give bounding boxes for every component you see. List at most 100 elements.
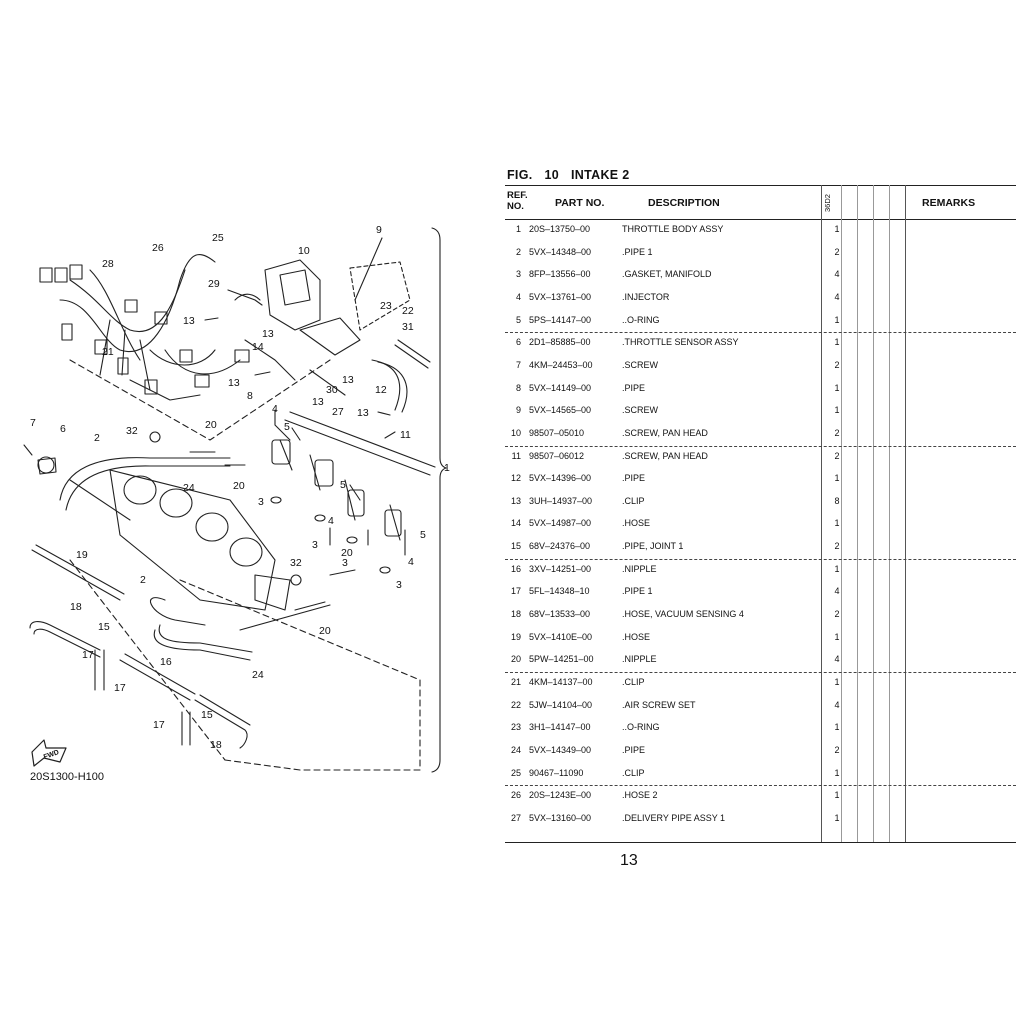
ref-cell: 27 (510, 812, 521, 823)
description-cell: .CLIP (622, 495, 645, 506)
ref-cell: 21 (510, 677, 521, 687)
quantity-cell: 1 (834, 473, 840, 484)
diagram-code: 20S1300-H100 (30, 771, 105, 783)
description-cell: .SCREW, PAN HEAD (622, 450, 708, 461)
callout-31: 31 (402, 321, 414, 333)
group-separator (505, 672, 1016, 673)
callout-labels: 1 2 2 3 3 3 3 4 4 4 5 5 5 6 7 8 9 10 11 … (30, 224, 450, 751)
part-no-cell: 4KM–24453–00 (529, 359, 593, 370)
figure-prefix: FIG. (507, 168, 533, 182)
quantity-cell: 2 (834, 450, 840, 461)
callout-24b: 24 (252, 669, 264, 681)
part-no-cell: 3XV–14251–00 (529, 563, 592, 574)
part-no-cell: 4KM–14137–00 (529, 677, 593, 687)
quantity-cell: 1 (834, 337, 840, 348)
header-remarks: REMARKS (922, 197, 976, 209)
description-cell: .SCREW (622, 405, 658, 416)
quantity-cell: 1 (834, 812, 840, 823)
callout-1: 1 (444, 462, 450, 474)
ref-cell: 18 (510, 609, 521, 620)
description-cell: .PIPE 1 (622, 586, 653, 597)
description-cell: .PIPE 1 (622, 246, 653, 257)
callout-16: 16 (160, 656, 172, 668)
table-header: REF. NO. PART NO. DESCRIPTION 36D2 REMAR… (505, 185, 1016, 220)
callout-9: 9 (376, 224, 382, 236)
callout-24: 24 (183, 482, 195, 494)
quantity-cell: 4 (834, 699, 840, 710)
ref-cell: 22 (510, 699, 521, 710)
callout-5c: 5 (420, 529, 426, 541)
description-cell: .HOSE (622, 518, 651, 529)
ref-cell: 2 (515, 246, 521, 257)
description-cell: .INJECTOR (622, 291, 670, 302)
callout-32b: 32 (290, 557, 302, 569)
callout-19: 19 (76, 549, 88, 561)
description-cell: .AIR SCREW SET (622, 699, 696, 710)
ref-cell: 16 (510, 563, 521, 574)
ref-cell: 11 (511, 450, 521, 461)
quantity-cell: 2 (834, 541, 840, 552)
exploded-view-drawing: 1 2 2 3 3 3 3 4 4 4 5 5 5 6 7 8 9 10 11 … (23, 224, 450, 773)
callout-8: 8 (247, 390, 253, 402)
callout-6: 6 (60, 423, 66, 435)
callout-28: 28 (102, 258, 114, 270)
callout-26: 26 (152, 242, 164, 254)
part-no-cell: 5VX–13761–00 (529, 291, 592, 302)
column-divider (889, 185, 890, 843)
part-no-cell: 5VX–13160–00 (529, 812, 592, 823)
callout-13d: 13 (342, 374, 354, 386)
callout-20: 20 (205, 419, 217, 431)
quantity-cell: 1 (834, 767, 840, 778)
callout-13f: 13 (357, 407, 369, 419)
description-cell: .CLIP (622, 677, 645, 687)
description-cell: THROTTLE BODY ASSY (622, 224, 724, 234)
callout-10: 10 (298, 245, 310, 257)
callout-13c: 13 (228, 377, 240, 389)
part-no-cell: 20S–1243E–00 (529, 790, 592, 801)
column-divider (821, 185, 822, 843)
quantity-cell: 4 (834, 269, 840, 280)
callout-4b: 4 (328, 515, 334, 527)
parts-diagram: 1 2 2 3 3 3 3 4 4 4 5 5 5 6 7 8 9 10 11 … (0, 0, 470, 1024)
part-no-cell: 68V–24376–00 (529, 541, 591, 552)
header-part-no: PART NO. (555, 197, 605, 209)
quantity-cell: 1 (834, 314, 840, 325)
part-no-cell: 5VX–14396–00 (529, 473, 592, 484)
callout-25: 25 (212, 232, 224, 244)
quantity-cell: 8 (834, 495, 840, 506)
callout-18b: 18 (210, 739, 222, 751)
description-cell: .NIPPLE (622, 654, 657, 665)
callout-17b: 17 (114, 682, 126, 694)
part-no-cell: 5VX–14348–00 (529, 246, 592, 257)
description-cell: .CLIP (622, 767, 645, 778)
callout-13: 13 (183, 315, 195, 327)
callout-12: 12 (375, 384, 387, 396)
quantity-cell: 2 (834, 744, 840, 755)
callout-13e: 13 (312, 396, 324, 408)
quantity-cell: 4 (834, 654, 840, 665)
callout-14: 14 (252, 341, 264, 353)
quantity-cell: 2 (834, 609, 840, 620)
description-cell: ..O-RING (622, 314, 660, 325)
part-no-cell: 3H1–14147–00 (529, 722, 591, 733)
description-cell: .PIPE (622, 473, 646, 484)
callout-2: 2 (94, 432, 100, 444)
header-description: DESCRIPTION (648, 197, 720, 209)
column-divider (905, 185, 906, 843)
callout-11: 11 (400, 429, 411, 441)
part-no-cell: 5VX–14149–00 (529, 382, 592, 393)
ref-cell: 1 (515, 224, 521, 234)
